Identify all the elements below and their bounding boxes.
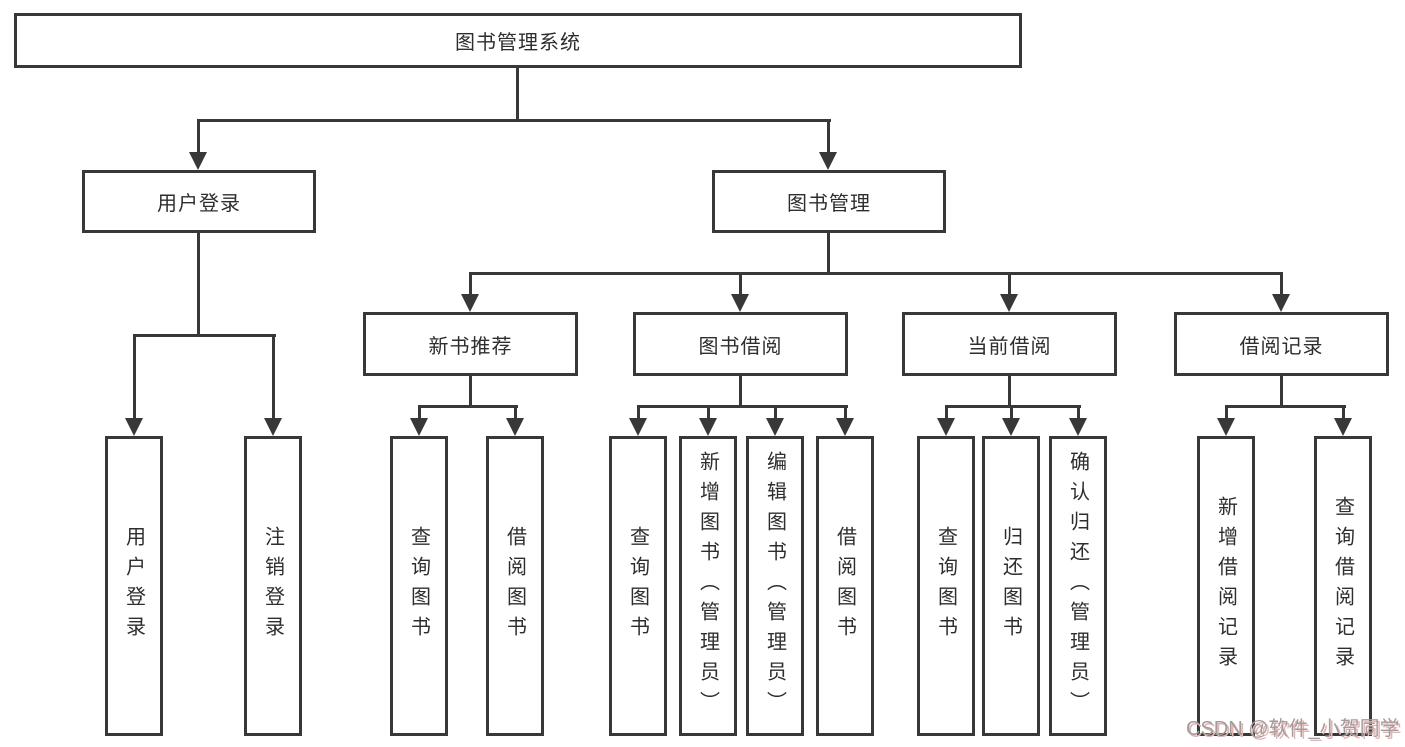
- leaf-borrow-borrow-books-label: 借阅图书: [833, 526, 856, 646]
- leaf-borrow-query-books: 查询图书: [609, 436, 667, 736]
- arrow-to-user-login: [189, 152, 207, 170]
- arrow-g2-leaf-1: [410, 418, 428, 436]
- connector-g4-vline: [1008, 374, 1011, 408]
- arrow-g5-leaf-2: [1334, 418, 1352, 436]
- arrow-g4-leaf-1: [937, 418, 955, 436]
- leaf-newrec-borrow-books: 借阅图书: [486, 436, 544, 736]
- leaf-borrow-borrow-books: 借阅图书: [816, 436, 874, 736]
- leaf-current-confirm-return-admin: 确认归还（管理员）: [1049, 436, 1107, 736]
- node-current-borrow: 当前借阅: [902, 312, 1117, 376]
- arrow-to-borrow-record: [1272, 294, 1290, 312]
- leaf-borrow-add-books-admin: 新增图书（管理员）: [679, 436, 737, 736]
- connector-g2-vline: [469, 374, 472, 408]
- node-book-management-label: 图书管理: [787, 193, 871, 215]
- connector-g3-stem-3: [774, 405, 777, 418]
- node-borrow-records-label: 借阅记录: [1239, 335, 1324, 358]
- connector-book-mgmt-stem-4: [1280, 272, 1283, 294]
- connector-g5-hline: [1225, 405, 1346, 408]
- leaf-borrow-add-books-admin-label: 新增图书（管理员）: [696, 451, 719, 721]
- node-root: 图书管理系统: [14, 13, 1022, 68]
- node-book-borrow-label: 图书借阅: [698, 335, 783, 358]
- leaf-borrow-edit-books-admin-label: 编辑图书（管理员）: [763, 451, 786, 721]
- arrow-to-new-book-rec: [461, 294, 479, 312]
- connector-book-mgmt-stem-3: [1008, 272, 1011, 294]
- node-new-book-recommend-label: 新书推荐: [428, 335, 513, 358]
- connector-g4-hline: [945, 405, 1081, 408]
- leaf-borrow-edit-books-admin: 编辑图书（管理员）: [746, 436, 804, 736]
- leaf-record-add-record: 新增借阅记录: [1197, 436, 1255, 736]
- connector-g5-stem-2: [1342, 405, 1345, 418]
- arrow-to-leaf-login: [125, 418, 143, 436]
- leaf-record-query-record-label: 查询借阅记录: [1331, 496, 1354, 676]
- connector-g5-vline: [1280, 374, 1283, 408]
- arrow-g3-leaf-4: [836, 418, 854, 436]
- connector-g2-stem-2: [514, 405, 517, 418]
- connector-user-login-stem-2: [272, 334, 275, 418]
- node-root-label: 图书管理系统: [455, 32, 581, 54]
- leaf-current-return-books-label: 归还图书: [999, 526, 1022, 646]
- leaf-current-query-books-label: 查询图书: [934, 526, 957, 646]
- leaf-newrec-query-books: 查询图书: [390, 436, 448, 736]
- arrow-g3-leaf-1: [629, 418, 647, 436]
- csdn-watermark: CSDN @软件_小贺同学: [1186, 718, 1400, 740]
- leaf-record-add-record-label: 新增借阅记录: [1214, 496, 1237, 676]
- leaf-logout: 注销登录: [244, 436, 302, 736]
- leaf-newrec-borrow-books-label: 借阅图书: [503, 526, 526, 646]
- connector-book-mgmt-hline: [469, 272, 1283, 275]
- leaf-logout-label: 注销登录: [261, 526, 284, 646]
- leaf-user-login-label: 用户登录: [122, 526, 145, 646]
- arrow-g4-leaf-3: [1069, 418, 1087, 436]
- connector-book-mgmt-stem-2: [739, 272, 742, 294]
- arrow-g2-leaf-2: [506, 418, 524, 436]
- connector-g3-stem-1: [637, 405, 640, 418]
- arrow-g3-leaf-3: [766, 418, 784, 436]
- node-book-borrow: 图书借阅: [633, 312, 848, 376]
- connector-g3-stem-2: [707, 405, 710, 418]
- connector-g4-stem-3: [1077, 405, 1080, 418]
- node-user-login-label: 用户登录: [157, 193, 241, 215]
- arrow-to-leaf-logout: [264, 418, 282, 436]
- connector-g3-vline: [739, 374, 742, 408]
- connector-user-login-stem-1: [133, 334, 136, 418]
- connector-g4-stem-2: [1010, 405, 1013, 418]
- leaf-user-login: 用户登录: [105, 436, 163, 736]
- node-user-login: 用户登录: [82, 170, 316, 233]
- connector-user-login-vline: [197, 231, 200, 337]
- node-new-book-recommend: 新书推荐: [363, 312, 578, 376]
- arrow-g3-leaf-2: [699, 418, 717, 436]
- connector-g5-stem-1: [1225, 405, 1228, 418]
- connector-root-hline: [197, 119, 831, 122]
- connector-user-login-hline: [133, 334, 276, 337]
- arrow-to-book-borrow: [731, 294, 749, 312]
- arrow-g4-leaf-2: [1002, 418, 1020, 436]
- arrow-g5-leaf-1: [1217, 418, 1235, 436]
- node-current-borrow-label: 当前借阅: [967, 335, 1052, 358]
- leaf-current-query-books: 查询图书: [917, 436, 975, 736]
- connector-book-mgmt-vline: [827, 231, 830, 275]
- connector-g2-stem-1: [418, 405, 421, 418]
- leaf-borrow-query-books-label: 查询图书: [626, 526, 649, 646]
- arrow-to-current-borrow: [1000, 294, 1018, 312]
- connector-g3-hline: [637, 405, 848, 408]
- leaf-record-query-record: 查询借阅记录: [1314, 436, 1372, 736]
- connector-book-mgmt-stem-1: [469, 272, 472, 294]
- leaf-current-confirm-return-admin-label: 确认归还（管理员）: [1066, 451, 1089, 721]
- connector-g3-stem-4: [844, 405, 847, 418]
- leaf-newrec-query-books-label: 查询图书: [407, 526, 430, 646]
- leaf-current-return-books: 归还图书: [982, 436, 1040, 736]
- node-borrow-records: 借阅记录: [1174, 312, 1389, 376]
- connector-g2-hline: [418, 405, 518, 408]
- connector-root-vline: [516, 66, 519, 121]
- arrow-to-book-mgmt: [819, 152, 837, 170]
- connector-root-right-stem: [827, 119, 830, 152]
- node-book-management: 图书管理: [712, 170, 946, 233]
- connector-g4-stem-1: [945, 405, 948, 418]
- connector-root-left-stem: [197, 119, 200, 152]
